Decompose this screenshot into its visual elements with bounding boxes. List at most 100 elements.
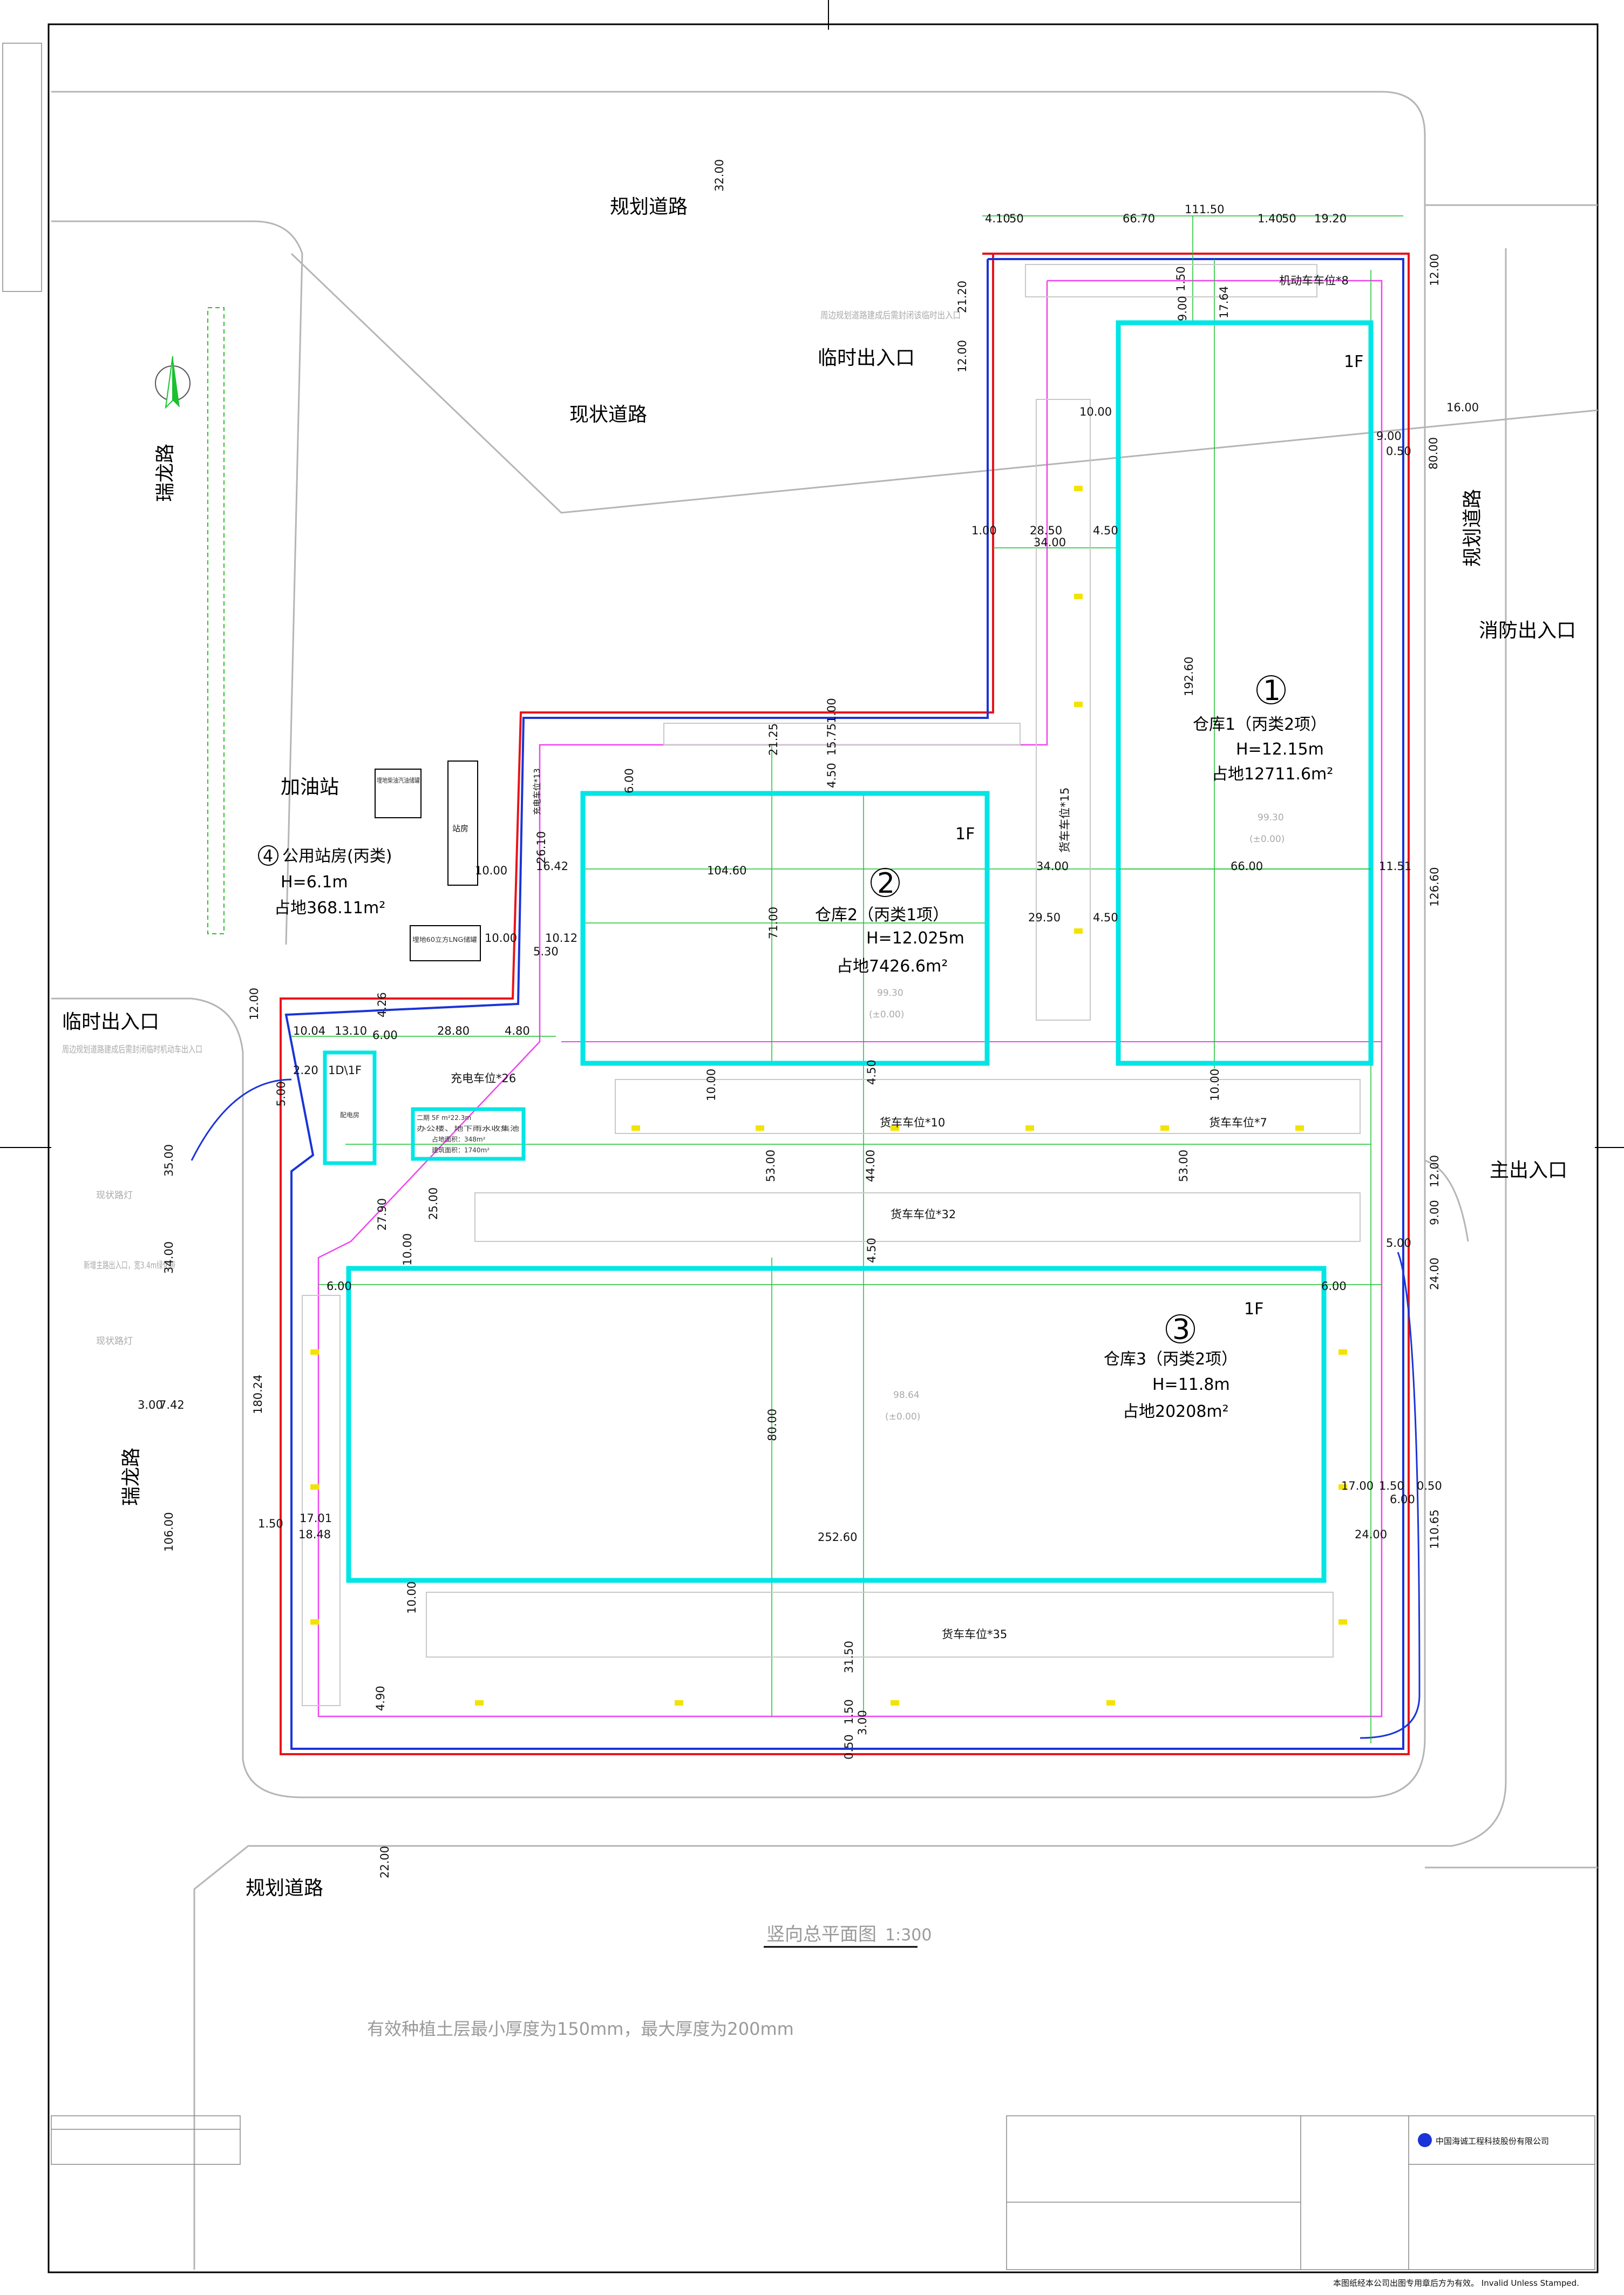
station-house-label: 站房 bbox=[452, 824, 468, 833]
dim-label: 24.00 bbox=[1355, 1528, 1387, 1541]
dim-label: 12.00 bbox=[956, 340, 969, 372]
b3-area: 占地20208m² bbox=[1123, 1402, 1229, 1421]
dim-label: 24.00 bbox=[1428, 1258, 1441, 1290]
road-network bbox=[51, 91, 1598, 2270]
parking-rows bbox=[302, 264, 1361, 1706]
dim-label: 16.42 bbox=[536, 860, 568, 873]
warehouse-3-outline bbox=[346, 1266, 1327, 1583]
dim-label: 53.00 bbox=[1177, 1150, 1190, 1182]
dim-label: 106.00 bbox=[162, 1512, 175, 1552]
b4-name: 公用站房(丙类) bbox=[282, 847, 392, 866]
road-ruilong-lower: 瑞龙路 bbox=[120, 1448, 142, 1506]
dim-label: 22.00 bbox=[378, 1846, 391, 1878]
dim-label: 31.50 bbox=[842, 1641, 855, 1673]
dim-label: 4.26 bbox=[376, 992, 389, 1017]
b1-num-circle bbox=[1256, 675, 1286, 704]
b2-height: H=12.025m bbox=[866, 929, 964, 948]
existing-light-2: 现状路灯 bbox=[96, 1336, 133, 1347]
left-margin-table bbox=[2, 43, 42, 292]
drawing-scale: 1:300 bbox=[885, 1926, 932, 1945]
entrance-temp-top: 临时出入口 bbox=[818, 347, 915, 369]
dim-label: 1.00 bbox=[825, 698, 838, 723]
dim-label: 17.00 bbox=[1341, 1479, 1374, 1492]
dim-label: 1.50 bbox=[1379, 1479, 1404, 1492]
b2-area: 占地7426.6m² bbox=[837, 957, 948, 976]
b3-num-circle bbox=[1166, 1314, 1195, 1343]
dim-label: 10.00 bbox=[475, 864, 507, 877]
dim-label: 10.00 bbox=[401, 1233, 414, 1266]
dim-label: 19.20 bbox=[1314, 212, 1347, 225]
road-ruilong-upper: 瑞龙路 bbox=[154, 444, 176, 502]
tank-box-1 bbox=[375, 769, 422, 818]
dim-label: 10.00 bbox=[485, 932, 517, 945]
company-logo bbox=[1418, 2133, 1432, 2147]
warehouse-3 bbox=[346, 1266, 1327, 1583]
dim-label: 7.42 bbox=[159, 1398, 185, 1411]
parking-truck-7: 货车车位*7 bbox=[1209, 1116, 1267, 1129]
dim-label: 66.70 bbox=[1123, 212, 1155, 225]
dim-label: 3.00 bbox=[138, 1398, 163, 1411]
warehouse-2 bbox=[580, 791, 990, 1066]
dim-label: 12.00 bbox=[248, 988, 261, 1020]
parking-charge-13: 充电车位*13 bbox=[532, 768, 542, 815]
dim-label: 110.65 bbox=[1428, 1510, 1441, 1549]
entrance-fire: 消防出入口 bbox=[1479, 620, 1576, 642]
office-line-3: 建筑面积：1740m² bbox=[432, 1146, 490, 1154]
dim-label: 4.90 bbox=[374, 1686, 387, 1711]
dim-label: 6.00 bbox=[372, 1029, 398, 1042]
dim-label: 17.01 bbox=[300, 1512, 332, 1525]
b2-floor: 1F bbox=[955, 825, 975, 844]
office-phase2 bbox=[411, 1107, 526, 1161]
road-planned-right: 规划道路 bbox=[1462, 489, 1484, 567]
drawing-title: 竖向总平面图 bbox=[766, 1924, 876, 1945]
dim-label: 9.00 bbox=[1376, 430, 1402, 443]
company-name: 中国海诚工程科技股份有限公司 bbox=[1436, 2136, 1549, 2146]
dim-label: 35.00 bbox=[162, 1144, 175, 1177]
dim-label: 10.12 bbox=[545, 932, 577, 945]
dim-label: 5.00 bbox=[1386, 1237, 1411, 1250]
site-boundary-red bbox=[280, 253, 1410, 1755]
b3-elev: 98.64 bbox=[893, 1390, 920, 1401]
b4-num-circle bbox=[258, 845, 278, 866]
dim-label: 50 bbox=[1009, 212, 1024, 225]
b2-elev2: (±0.00) bbox=[869, 1009, 904, 1020]
dim-label: 1.50 bbox=[842, 1699, 855, 1724]
title-block bbox=[51, 2115, 1595, 2270]
temp-road-note: 周边规划道路建成后需封闭该临时出入口 bbox=[820, 310, 961, 321]
dim-label: 252.60 bbox=[818, 1531, 857, 1544]
b1-name: 仓库1（丙类2项） bbox=[1193, 715, 1327, 734]
dim-label: 34.00 bbox=[1034, 536, 1066, 549]
dim-label: 1.50 bbox=[1174, 266, 1187, 291]
b1-elev2: (±0.00) bbox=[1249, 834, 1285, 845]
dim-label: 10.00 bbox=[405, 1581, 418, 1614]
dim-label: 21.20 bbox=[956, 281, 969, 313]
dim-label: 12.00 bbox=[1428, 1155, 1441, 1187]
b2-elev: 99.30 bbox=[877, 988, 903, 999]
dim-label: 3.00 bbox=[856, 1710, 869, 1735]
warehouse-1 bbox=[1116, 320, 1374, 1066]
entrance-curve bbox=[191, 1078, 292, 1161]
dim-label: 1.40 bbox=[1258, 212, 1283, 225]
dim-label: 4.80 bbox=[505, 1024, 530, 1037]
annex-sub: 配电房 bbox=[340, 1111, 359, 1119]
dim-label: 4.50 bbox=[865, 1238, 878, 1263]
dim-label: 18.48 bbox=[298, 1528, 331, 1541]
dim-label: 104.60 bbox=[707, 864, 746, 877]
dim-label: 4.50 bbox=[865, 1060, 878, 1085]
dim-label: 0.50 bbox=[1386, 445, 1411, 458]
b1-num: 1 bbox=[1263, 675, 1281, 707]
tank-box-2-label: 埋地60立方LNG储罐 bbox=[412, 935, 477, 943]
dimension-labels: 32.00 4.10 50 66.70 111.50 1.40 50 19.20… bbox=[138, 159, 1479, 1878]
dim-label: 6.00 bbox=[1321, 1280, 1347, 1293]
dim-label: 28.80 bbox=[437, 1024, 470, 1037]
b1-area: 占地12711.6m² bbox=[1212, 765, 1333, 784]
dim-label: 80.00 bbox=[766, 1409, 779, 1441]
station-house-box bbox=[447, 761, 478, 886]
b1-elev: 99.30 bbox=[1258, 812, 1284, 823]
dim-label: 6.00 bbox=[1390, 1493, 1415, 1506]
entrance-temp-left: 临时出入口 bbox=[62, 1011, 159, 1033]
dim-label: 53.00 bbox=[764, 1150, 777, 1182]
dim-label: 0.50 bbox=[1417, 1479, 1442, 1492]
dim-label: 16.00 bbox=[1446, 401, 1479, 414]
dim-label: 21.25 bbox=[767, 723, 780, 756]
